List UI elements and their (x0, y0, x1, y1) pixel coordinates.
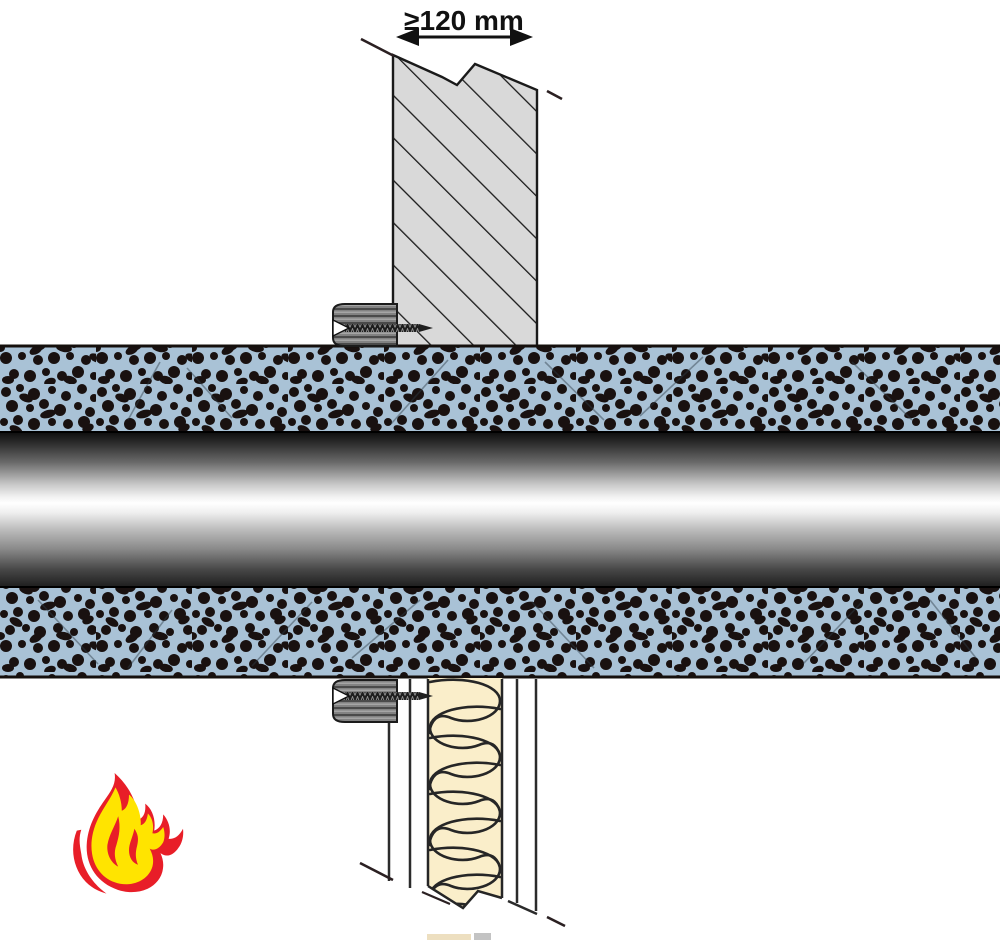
pipe-insulation-bottom (0, 588, 1000, 679)
fire-icon (73, 773, 184, 894)
flame-detail (129, 828, 138, 865)
screw-thread (345, 692, 419, 700)
cutoff-remnant (474, 933, 491, 940)
break-slant-left (421, 890, 451, 906)
mounting-screw-bottom (332, 686, 433, 706)
pipe-insulation-top (0, 344, 1000, 432)
insulation-top-band (0, 345, 1000, 432)
dimension-annotation: ≥120 mm (396, 5, 533, 46)
wall-section-top (360, 37, 563, 348)
break-tick-bottom-right (546, 915, 566, 928)
break-tick-top-right (546, 89, 563, 101)
stud-wall-lines (387, 679, 538, 916)
flame-detail (107, 816, 120, 867)
flame-inner (91, 787, 165, 885)
wall-section-bottom (359, 678, 566, 940)
break-tick-bottom-left (359, 861, 394, 882)
dimension-arrow-right-icon (510, 28, 533, 46)
screw-tip (419, 692, 433, 700)
mineral-wool-outline (426, 679, 504, 910)
screw-head (332, 686, 351, 706)
insulation-bottom-band (0, 588, 1000, 678)
dimension-label: ≥120 mm (404, 5, 524, 36)
dimension-arrow-left-icon (396, 28, 419, 46)
clamp-bracket-bottom (332, 679, 398, 723)
pipe (0, 431, 1000, 588)
flame-wisp (73, 829, 107, 894)
mounting-screw-top (332, 318, 433, 338)
wall-cross-section (391, 53, 539, 348)
screw-tip (419, 324, 433, 332)
insulation-crease-lines (37, 599, 977, 669)
cutoff-remnant (427, 934, 471, 940)
pipe-body (0, 431, 1000, 588)
insulation-crease-lines (127, 356, 913, 425)
screw-head (332, 318, 351, 338)
break-tick-top-left (360, 37, 395, 58)
screw-thread (345, 324, 419, 332)
